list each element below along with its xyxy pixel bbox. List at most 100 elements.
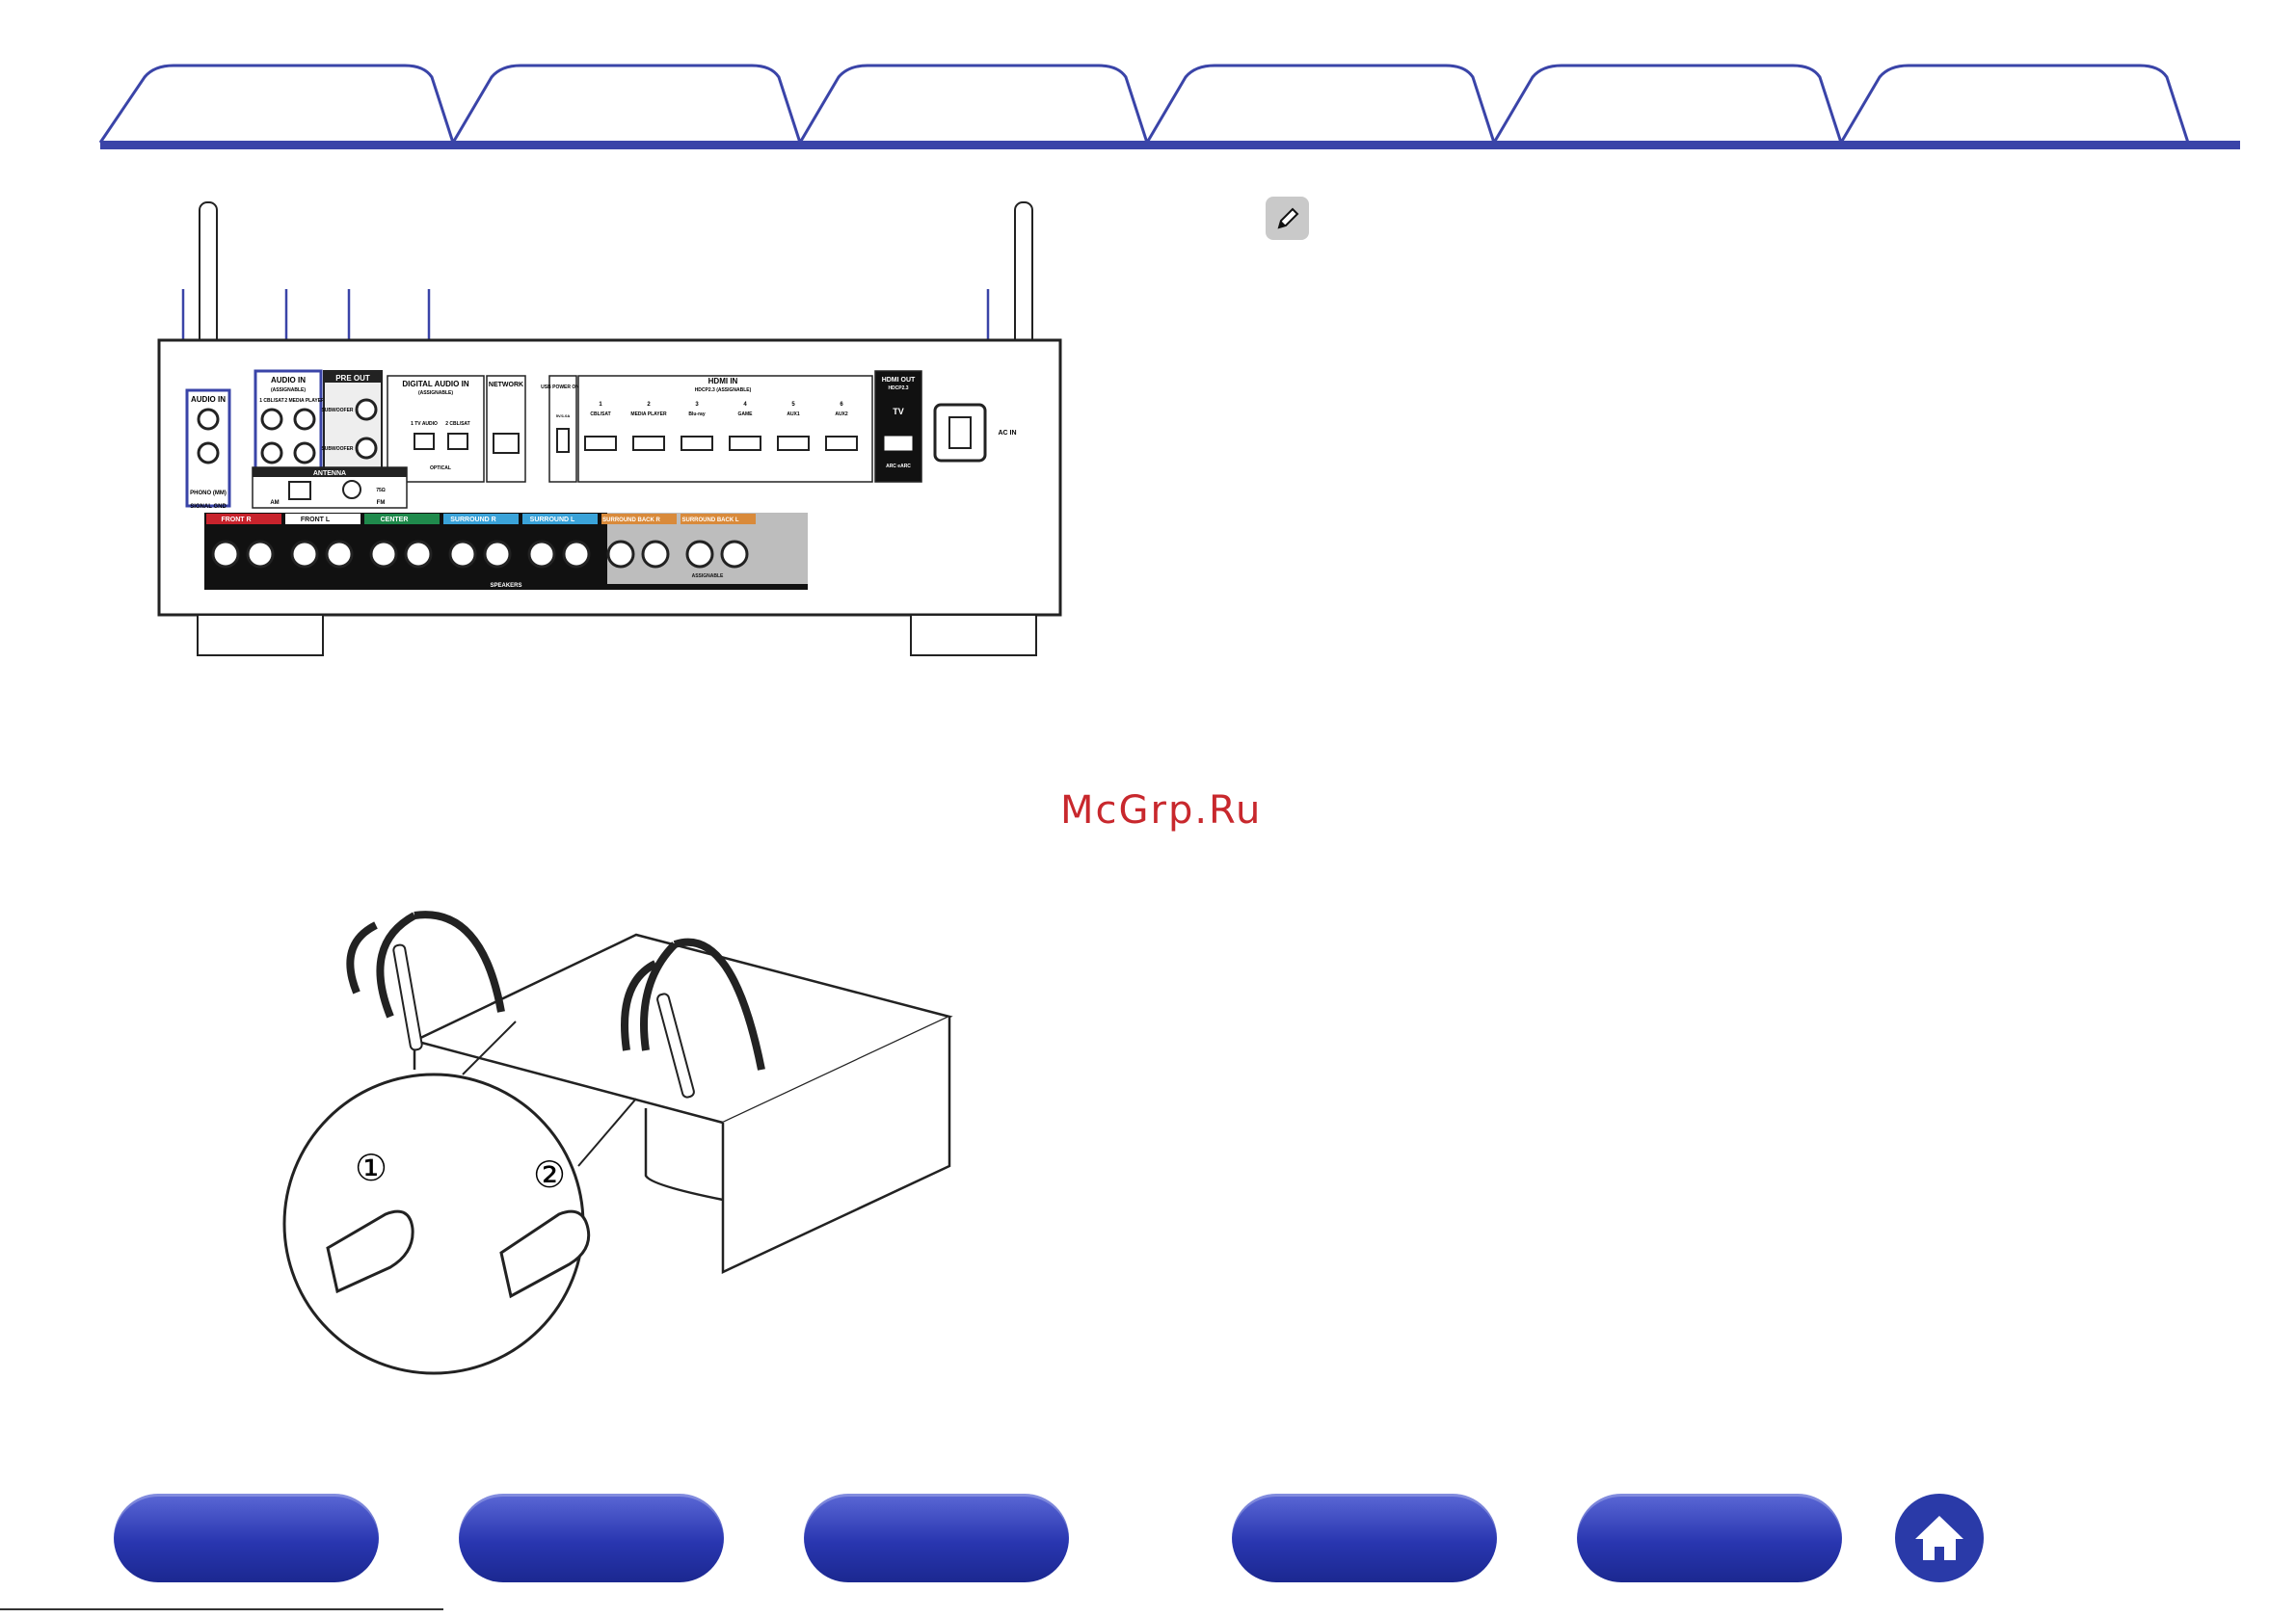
step-1: ① — [355, 1147, 387, 1189]
speaker-terminal — [527, 540, 556, 569]
home-icon — [1915, 1516, 1963, 1560]
speaker-labels: FRONT R FRONT L CENTER SURROUND R SURROU… — [221, 517, 738, 523]
tab-bar — [98, 64, 2240, 149]
subwoofer-label-2: SUBWOOFER — [321, 446, 353, 452]
speaker-terminal — [448, 540, 477, 569]
svg-text:AUX2: AUX2 — [835, 411, 848, 417]
hdmi-input-2: 2 MEDIA PLAYER — [630, 402, 667, 451]
pencil-icon — [1266, 197, 1309, 240]
hdmi-input-3: 3 Blu-ray — [681, 402, 713, 451]
phono-label: PHONO (MM) — [190, 491, 227, 496]
phono-top-label: AUDIO IN — [191, 395, 226, 404]
nav-button-settings[interactable] — [1232, 1494, 1497, 1582]
unit-outline — [411, 933, 953, 1274]
speaker-header-1 — [285, 514, 360, 524]
speaker-terminal — [606, 540, 635, 569]
rear-panel-diagram: AUDIO IN PHONO (MM) SIGNAL GND AUDIO IN … — [157, 201, 1062, 656]
antenna-lift-illustration: ① ② — [282, 911, 953, 1375]
rotation-arrows — [346, 911, 765, 1071]
speaker-terminal — [483, 540, 512, 569]
tab-2[interactable] — [451, 64, 802, 144]
hdmi-input-4: 4 GAME — [729, 402, 761, 451]
speaker-header-6 — [681, 514, 756, 524]
nav-button-playback[interactable] — [804, 1494, 1069, 1582]
hdmi-out-arc: ARC eARC — [886, 464, 911, 469]
tab-1[interactable] — [98, 64, 455, 144]
tab-underline — [100, 141, 2240, 149]
svg-text:5: 5 — [791, 402, 795, 408]
optical-input-1: 1 TV AUDIO — [411, 421, 438, 427]
digital-audio-label: DIGITAL AUDIO IN — [402, 380, 468, 388]
speaker-header-0 — [206, 514, 281, 524]
tab-3[interactable] — [798, 64, 1149, 144]
speaker-terminal — [562, 540, 591, 569]
speaker-header-5 — [601, 514, 677, 524]
speaker-header-4 — [522, 514, 598, 524]
fm-label: FM — [377, 500, 386, 506]
hdmi-input-5: 5 AUX1 — [777, 402, 810, 451]
optical-label: OPTICAL — [430, 465, 451, 471]
hdmi-input-6: 6 AUX2 — [825, 402, 858, 451]
speaker-terminal — [211, 540, 240, 569]
pre-out-label: PRE OUT — [335, 374, 370, 383]
speaker-terminals — [206, 514, 756, 569]
audio-in-sub: (ASSIGNABLE) — [271, 387, 306, 393]
speaker-terminal — [246, 540, 275, 569]
nav-button-contents[interactable] — [114, 1494, 379, 1582]
speaker-label-front-r: FRONT R — [221, 517, 251, 523]
am-label: AM — [270, 500, 279, 506]
svg-text:Blu-ray: Blu-ray — [688, 411, 705, 417]
connector-parts — [326, 1209, 591, 1299]
speaker-label-surround-back-r: SURROUND BACK R — [602, 517, 660, 523]
ac-in-label: AC IN — [998, 430, 1016, 437]
usb-sub: 5V/1.0A — [556, 413, 571, 418]
assignable-label: ASSIGNABLE — [692, 573, 724, 579]
signal-gnd-label: SIGNAL GND — [190, 504, 227, 510]
tab-5[interactable] — [1492, 64, 1843, 144]
antenna-label: ANTENNA — [313, 470, 346, 477]
svg-text:CBL/SAT: CBL/SAT — [590, 411, 610, 417]
speaker-terminal — [404, 540, 433, 569]
speaker-terminal — [685, 540, 714, 569]
speaker-terminal — [720, 540, 749, 569]
tab-6[interactable] — [1839, 64, 2190, 144]
fm-ohm-label: 75Ω — [376, 488, 386, 493]
optical-input-2: 2 CBL/SAT — [445, 421, 469, 427]
hdmi-out-tv: TV — [893, 407, 904, 416]
speaker-label-surround-l: SURROUND L — [530, 517, 575, 523]
subwoofer-label-1: SUBWOOFER — [321, 408, 353, 413]
svg-text:2: 2 — [647, 402, 651, 408]
speaker-header-3 — [443, 514, 519, 524]
hdmi-input-1: 1 CBL/SAT — [584, 402, 617, 451]
speaker-label-surround-back-l: SURROUND BACK L — [682, 517, 739, 523]
nav-button-connections[interactable] — [459, 1494, 724, 1582]
watermark: McGrp.Ru — [1060, 788, 1263, 833]
speaker-label-front-l: FRONT L — [301, 517, 331, 523]
hdmi-in-label: HDMI IN — [708, 377, 738, 385]
home-button[interactable] — [1895, 1494, 1984, 1582]
svg-text:3: 3 — [695, 402, 699, 408]
zoom-circle — [282, 1073, 585, 1375]
audio-in-input-2: 2 MEDIA PLAYER — [284, 398, 325, 404]
speaker-terminal — [641, 540, 670, 569]
speaker-terminal — [325, 540, 354, 569]
speaker-label-surround-r: SURROUND R — [450, 517, 495, 523]
svg-text:6: 6 — [840, 402, 843, 408]
svg-text:GAME: GAME — [738, 411, 754, 417]
audio-in-input-1: 1 CBL/SAT — [259, 398, 283, 404]
tab-4[interactable] — [1145, 64, 1496, 144]
speakers-label: SPEAKERS — [490, 583, 521, 589]
svg-text:MEDIA PLAYER: MEDIA PLAYER — [630, 411, 667, 417]
footer-rule — [0, 1608, 443, 1610]
nav-button-tips[interactable] — [1577, 1494, 1842, 1582]
svg-text:1: 1 — [599, 402, 602, 408]
speaker-header-2 — [364, 514, 440, 524]
hdmi-out-label: HDMI OUT — [882, 377, 916, 384]
hdmi-out-sub: HDCP2.3 — [888, 385, 908, 391]
audio-in-label: AUDIO IN — [271, 376, 306, 385]
hdmi-in-sub: HDCP2.3 (ASSIGNABLE) — [695, 387, 752, 393]
svg-text:4: 4 — [743, 402, 747, 408]
digital-audio-sub: (ASSIGNABLE) — [418, 390, 453, 396]
speaker-terminal — [290, 540, 319, 569]
speaker-terminal — [369, 540, 398, 569]
